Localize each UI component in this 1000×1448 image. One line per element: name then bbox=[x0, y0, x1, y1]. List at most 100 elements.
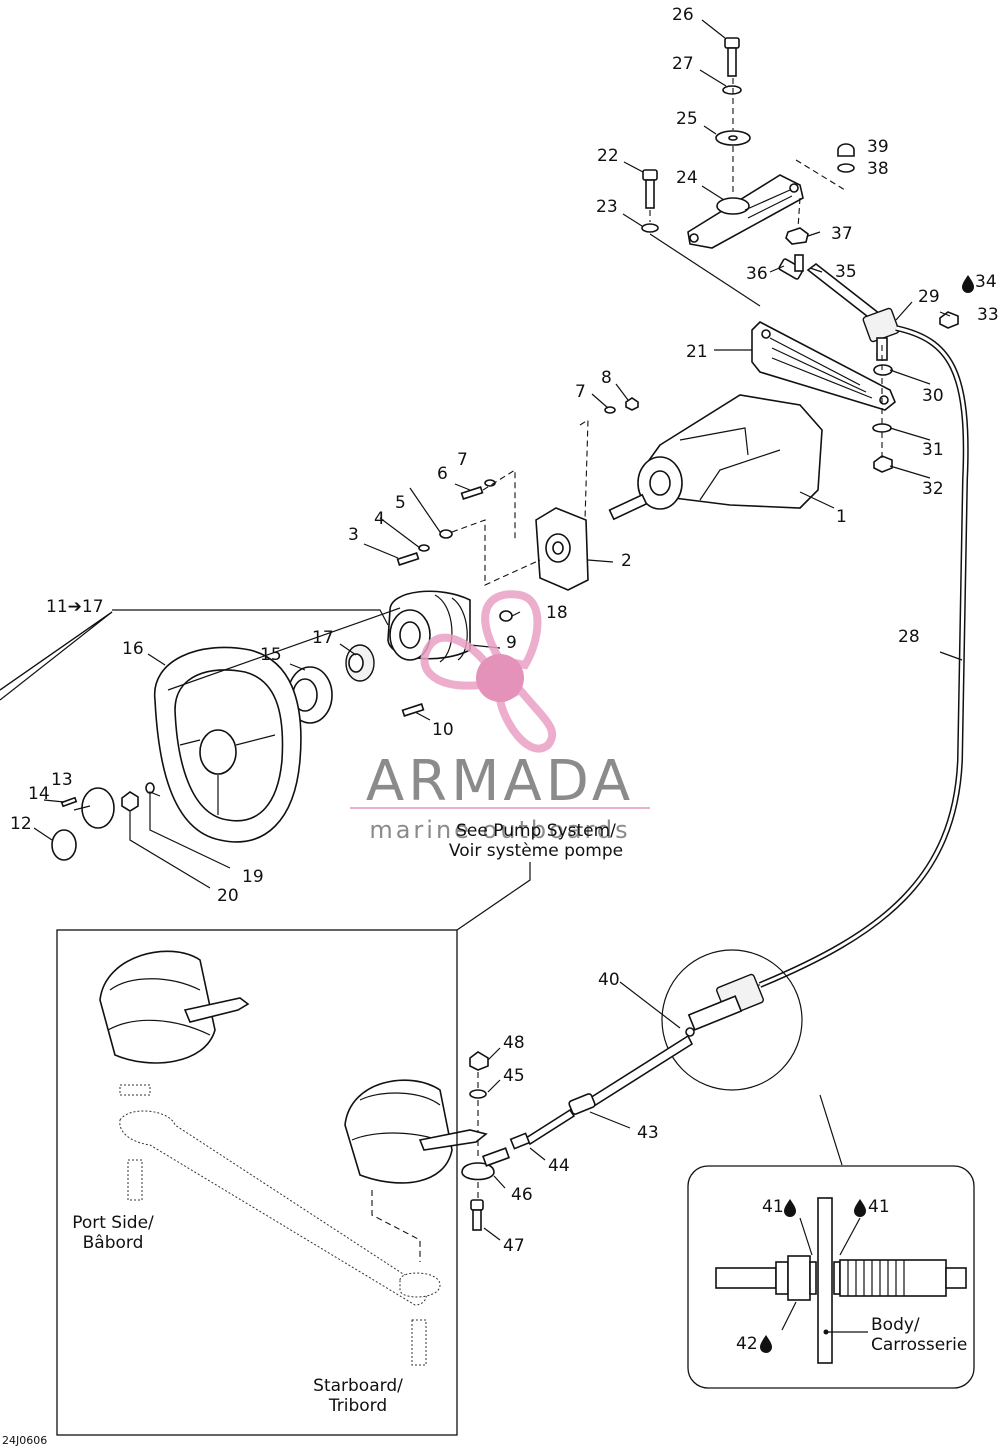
cable-sleeve bbox=[687, 995, 743, 1031]
bolt-47-shank bbox=[472, 1209, 482, 1231]
helm-shaft bbox=[608, 493, 648, 521]
callout-5: 5 bbox=[395, 493, 406, 513]
callout-41b: 41 bbox=[868, 1197, 890, 1217]
callout-29: 29 bbox=[918, 287, 940, 307]
note-see-pump-2: Voir système pompe bbox=[449, 841, 623, 861]
helm-assembly bbox=[396, 394, 823, 591]
callout-6: 6 bbox=[437, 464, 448, 484]
note-starboard-1: Starboard/ bbox=[313, 1376, 403, 1396]
watermark-tagline: marine outboards bbox=[369, 816, 630, 844]
callout-7b: 7 bbox=[575, 382, 586, 402]
callout-43: 43 bbox=[637, 1123, 659, 1143]
oil-drop-icon bbox=[962, 275, 974, 293]
nut-37 bbox=[785, 227, 809, 245]
note-port-1: Port Side/ bbox=[72, 1213, 154, 1233]
callout-39: 39 bbox=[867, 137, 889, 157]
cap-plate-13 bbox=[81, 787, 115, 829]
steering-wheel-assembly bbox=[51, 590, 513, 861]
note-starboard-2: Tribord bbox=[328, 1396, 387, 1416]
callout-33: 33 bbox=[977, 305, 999, 325]
callout-46: 46 bbox=[511, 1185, 533, 1205]
nut-48 bbox=[469, 1051, 489, 1071]
logo-center bbox=[476, 654, 524, 702]
callout-12: 12 bbox=[10, 814, 32, 834]
bolt-22-shank bbox=[645, 179, 655, 209]
oil-drop-icon bbox=[760, 1335, 772, 1353]
logo-blade-3 bbox=[495, 685, 557, 753]
screw-10 bbox=[401, 703, 425, 717]
callout-27: 27 bbox=[672, 54, 694, 74]
nut-20 bbox=[121, 791, 139, 812]
note-body-1: Body/ bbox=[871, 1315, 920, 1335]
washer-5 bbox=[439, 529, 453, 539]
callout-28: 28 bbox=[898, 627, 920, 647]
washer-7b bbox=[604, 406, 616, 414]
note-body-2: Carrosserie bbox=[871, 1335, 967, 1355]
joint-43 bbox=[568, 1093, 596, 1115]
callout-13: 13 bbox=[51, 770, 73, 790]
bolt-26-head bbox=[724, 37, 740, 49]
watermark-brand: ARMADA bbox=[366, 749, 634, 814]
callout-9: 9 bbox=[506, 633, 517, 653]
logo-blade-1 bbox=[481, 590, 542, 670]
oil-drop-icon bbox=[854, 1199, 866, 1217]
body-panel bbox=[817, 1197, 833, 1364]
callout-38: 38 bbox=[867, 159, 889, 179]
callout-2: 2 bbox=[621, 551, 632, 571]
cable-bracket-assembly bbox=[751, 254, 969, 988]
inset-frame bbox=[56, 929, 458, 1436]
pump-system-inset bbox=[56, 862, 531, 1436]
ball-joint-46 bbox=[461, 1162, 495, 1181]
screw-14 bbox=[60, 796, 78, 808]
detail-circle bbox=[661, 949, 803, 1091]
note-port-2: Bâbord bbox=[83, 1233, 144, 1253]
logo-blade-2 bbox=[420, 633, 495, 690]
callout-37: 37 bbox=[831, 224, 853, 244]
washer-25-hole bbox=[728, 135, 738, 141]
callout-48: 48 bbox=[503, 1033, 525, 1053]
nut-32 bbox=[873, 455, 893, 473]
washer-23 bbox=[641, 223, 659, 233]
callout-17: 17 bbox=[312, 628, 334, 648]
fitting-36 bbox=[778, 258, 804, 280]
washer-4 bbox=[418, 544, 430, 552]
bolt-22-head bbox=[642, 169, 658, 181]
leader-lines bbox=[0, 19, 963, 889]
callout-labels: 12345677891011➔1712131415161718192021222… bbox=[10, 5, 999, 1354]
callout-26: 26 bbox=[672, 5, 694, 25]
callout-3: 3 bbox=[348, 525, 359, 545]
callout-19: 19 bbox=[242, 867, 264, 887]
bolt-26-shank bbox=[727, 47, 737, 77]
callout-14: 14 bbox=[28, 784, 50, 804]
port-lever bbox=[183, 997, 250, 1023]
nut-33 bbox=[939, 311, 959, 329]
detail-frame bbox=[687, 1165, 975, 1389]
callout-35: 35 bbox=[835, 262, 857, 282]
oil-drop-icons bbox=[760, 275, 974, 1353]
callout-21: 21 bbox=[686, 342, 708, 362]
wheel-center bbox=[199, 729, 237, 775]
nut-8 bbox=[625, 397, 639, 411]
callout-40: 40 bbox=[598, 970, 620, 990]
callout-8: 8 bbox=[601, 368, 612, 388]
washer-27 bbox=[722, 85, 742, 95]
fitting-44 bbox=[509, 1132, 531, 1150]
callout-1: 1 bbox=[836, 507, 847, 527]
callout-18: 18 bbox=[546, 603, 568, 623]
callout-31: 31 bbox=[922, 440, 944, 460]
nut-42 bbox=[787, 1255, 811, 1301]
clip-18 bbox=[499, 610, 513, 622]
callout-36: 36 bbox=[746, 264, 768, 284]
callout-4: 4 bbox=[374, 509, 385, 529]
bolt-3 bbox=[396, 552, 420, 566]
bolt-47-head bbox=[470, 1199, 484, 1211]
callout-7a: 7 bbox=[457, 450, 468, 470]
bolt-6 bbox=[460, 486, 484, 500]
tie-rod bbox=[119, 1110, 427, 1306]
washer-45 bbox=[469, 1089, 487, 1099]
callout-10: 10 bbox=[432, 720, 454, 740]
callout-44: 44 bbox=[548, 1156, 570, 1176]
callout-23: 23 bbox=[596, 197, 618, 217]
notes: See Pump System/ Voir système pompe Port… bbox=[2, 821, 967, 1447]
